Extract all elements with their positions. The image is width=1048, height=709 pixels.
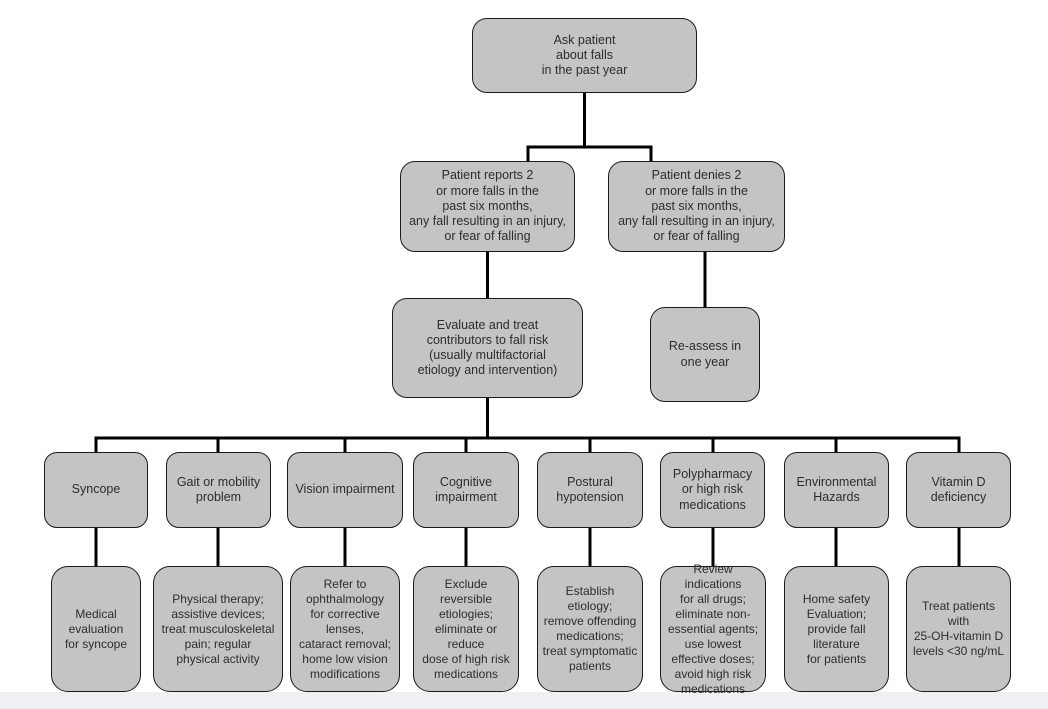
node-treatment-postural: Establish etiology; remove offending med… xyxy=(537,566,643,692)
node-treatment-vitamind-label: Treat patients with 25-OH-vitamin D leve… xyxy=(912,599,1005,658)
node-treatment-vision: Refer to ophthalmology for corrective le… xyxy=(290,566,400,692)
node-treatment-syncope: Medical evaluation for syncope xyxy=(51,566,141,692)
node-category-environmental: Environmental Hazards xyxy=(784,452,889,528)
node-treatment-polypharmacy-label: Review indications for all drugs; elimin… xyxy=(667,561,759,696)
node-reassess: Re-assess in one year xyxy=(650,307,760,402)
node-category-polypharmacy: Polypharmacy or high risk medications xyxy=(660,452,765,528)
node-patient-reports-falls-label: Patient reports 2 or more falls in the p… xyxy=(409,168,566,244)
node-category-polypharmacy-label: Polypharmacy or high risk medications xyxy=(672,467,753,512)
node-treatment-gait-label: Physical therapy; assistive devices; tre… xyxy=(161,591,275,666)
node-category-cognitive: Cognitive impairment xyxy=(413,452,519,528)
connector-rail xyxy=(94,436,961,453)
node-treatment-environmental-label: Home safety Evaluation; provide fall lit… xyxy=(802,591,871,666)
node-treatment-cognitive: Exclude reversible etiologies; eliminate… xyxy=(413,566,519,692)
node-treatment-polypharmacy: Review indications for all drugs; elimin… xyxy=(660,562,766,696)
node-treatment-postural-label: Establish etiology; remove offending med… xyxy=(542,584,638,673)
node-patient-reports-falls: Patient reports 2 or more falls in the p… xyxy=(400,161,575,252)
node-evaluate-treat: Evaluate and treat contributors to fall … xyxy=(392,298,583,398)
node-treatment-environmental: Home safety Evaluation; provide fall lit… xyxy=(784,566,889,692)
node-category-postural-label: Postural hypotension xyxy=(556,474,624,504)
node-category-postural: Postural hypotension xyxy=(537,452,643,528)
connector-root-split xyxy=(526,145,653,162)
node-patient-denies-falls-label: Patient denies 2 or more falls in the pa… xyxy=(618,168,775,244)
node-category-vitamind-label: Vitamin D deficiency xyxy=(930,474,987,504)
node-treatment-syncope-label: Medical evaluation for syncope xyxy=(64,606,128,651)
node-category-vision: Vision impairment xyxy=(287,452,403,528)
node-category-vitamind: Vitamin D deficiency xyxy=(906,452,1011,528)
node-category-gait: Gait or mobility problem xyxy=(166,452,271,528)
node-category-vision-label: Vision impairment xyxy=(295,482,395,497)
node-reassess-label: Re-assess in one year xyxy=(668,339,742,369)
node-treatment-vision-label: Refer to ophthalmology for corrective le… xyxy=(298,576,392,681)
node-evaluate-treat-label: Evaluate and treat contributors to fall … xyxy=(417,317,558,378)
node-category-environmental-label: Environmental Hazards xyxy=(796,474,877,504)
node-ask-patient: Ask patient about falls in the past year xyxy=(472,18,697,93)
node-category-syncope: Syncope xyxy=(44,452,148,528)
bottom-strip xyxy=(0,692,1048,709)
node-category-syncope-label: Syncope xyxy=(71,482,121,497)
node-ask-patient-label: Ask patient about falls in the past year xyxy=(541,32,628,78)
node-category-gait-label: Gait or mobility problem xyxy=(176,474,261,504)
node-patient-denies-falls: Patient denies 2 or more falls in the pa… xyxy=(608,161,785,252)
node-category-cognitive-label: Cognitive impairment xyxy=(435,474,497,504)
node-treatment-vitamind: Treat patients with 25-OH-vitamin D leve… xyxy=(906,566,1011,692)
node-treatment-cognitive-label: Exclude reversible etiologies; eliminate… xyxy=(422,576,510,681)
node-treatment-gait: Physical therapy; assistive devices; tre… xyxy=(153,566,283,692)
